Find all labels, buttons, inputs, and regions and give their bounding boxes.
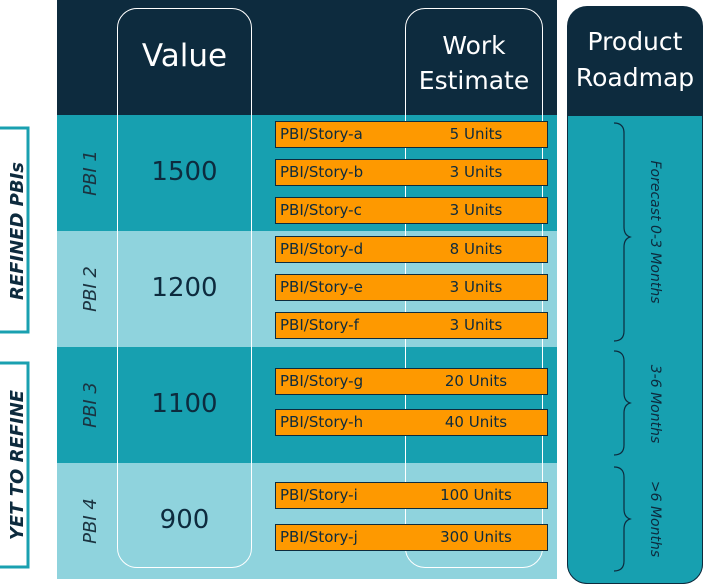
yet-to-refine-label: YET TO REFINE [7,389,28,541]
story-name: PBI/Story-e [280,278,363,296]
story-units: 3 Units [449,163,503,181]
brace-6-plus-months [613,466,632,572]
brace-3-6-months [613,350,632,456]
story-units: 3 Units [449,316,503,334]
value-column-header: Value [141,38,228,74]
story-name: PBI/Story-a [280,125,363,143]
story-e: PBI/Story-e 3 Units [275,274,548,301]
roadmap-title-line1: Product [587,27,683,56]
brace-0-3-months [613,122,632,342]
story-name: PBI/Story-d [280,240,364,258]
pbi-2-label: PBI 2 [80,266,101,312]
work-estimate-header-line2: Estimate [418,66,530,95]
forecast-3-6-months-label: 3-6 Months [647,364,663,444]
story-units: 20 Units [444,372,508,390]
story-c: PBI/Story-c 3 Units [275,197,548,224]
story-h: PBI/Story-h 40 Units [275,409,548,436]
product-roadmap-body [567,115,703,584]
story-d: PBI/Story-d 8 Units [275,236,548,263]
story-units: 40 Units [444,413,508,431]
story-name: PBI/Story-c [280,201,362,219]
story-units: 100 Units [440,486,512,504]
story-units: 3 Units [449,278,503,296]
yet-to-refine-bracket [0,361,30,569]
pbi-3-value: 1100 [151,389,218,419]
pbi-2-value: 1200 [151,273,218,303]
refined-bracket [0,126,30,334]
table-header-band [57,0,557,115]
roadmap-braces [613,122,632,572]
story-name: PBI/Story-b [280,163,364,181]
work-estimate-header-line1: Work [442,31,506,60]
pbi-3-row [57,347,557,463]
pbi-4-label: PBI 4 [80,498,101,544]
story-j: PBI/Story-j 300 Units [275,524,548,551]
value-column-outline [117,8,252,568]
product-roadmap-title: Product Roadmap [567,24,703,96]
story-units: 5 Units [449,125,503,143]
side-group-brackets [0,126,30,569]
work-estimate-column-header: Work Estimate [405,28,543,98]
story-units: 3 Units [449,201,503,219]
story-name: PBI/Story-g [280,372,364,390]
story-name: PBI/Story-h [280,413,364,431]
story-i: PBI/Story-i 100 Units [275,482,548,509]
pbi-1-value: 1500 [151,157,218,187]
story-units: 8 Units [449,240,503,258]
forecast-0-3-months-label: Forecast 0-3 Months [647,160,663,304]
forecast-6-plus-months-label: >6 Months [647,480,663,558]
story-name: PBI/Story-f [280,316,359,334]
story-units: 300 Units [440,528,512,546]
refined-pbis-label: REFINED PBIs [7,161,28,301]
pbi-4-value: 900 [159,505,210,535]
story-name: PBI/Story-i [280,486,358,504]
roadmap-title-line2: Roadmap [575,63,695,92]
pbi-3-label: PBI 3 [80,382,101,428]
story-name: PBI/Story-j [280,528,358,546]
pbi-1-label: PBI 1 [80,150,101,196]
story-a: PBI/Story-a 5 Units [275,121,548,148]
story-g: PBI/Story-g 20 Units [275,368,548,395]
story-b: PBI/Story-b 3 Units [275,159,548,186]
story-f: PBI/Story-f 3 Units [275,312,548,339]
